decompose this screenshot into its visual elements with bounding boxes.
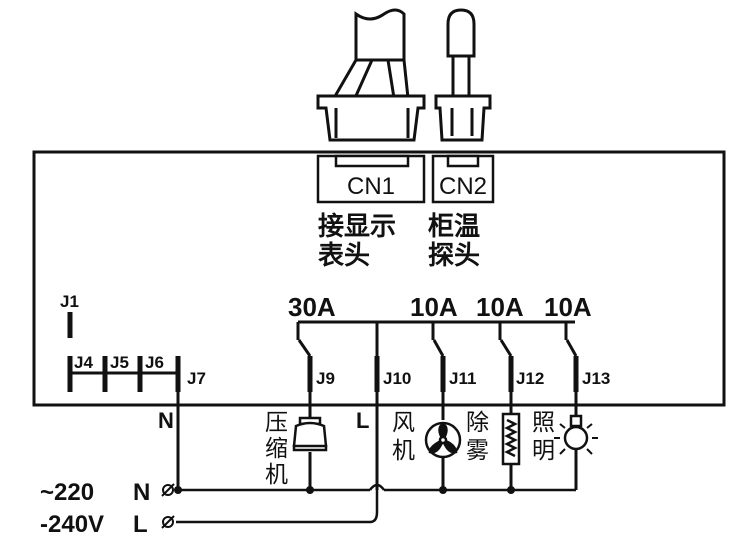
- cn1-caption-line1: 接显示: [318, 212, 396, 242]
- j10-label: J10: [383, 369, 411, 388]
- compressor-label-3: 机: [265, 462, 288, 488]
- j9-rating: 30A: [288, 292, 336, 322]
- supply-n-label: N: [133, 479, 150, 506]
- n-terminal-label: N: [158, 408, 174, 433]
- compressor-label-1: 压: [265, 410, 288, 436]
- defog-label-1: 除: [466, 410, 489, 436]
- j9-label: J9: [316, 369, 335, 388]
- l-terminal-label: L: [356, 408, 369, 433]
- j12-rating: 10A: [476, 292, 524, 322]
- light-label-2: 明: [532, 438, 555, 464]
- lamp-icon: [554, 414, 598, 490]
- j12-label: J12: [516, 369, 544, 388]
- supply-voltage-line2: -240V: [40, 511, 104, 538]
- cn1-label: CN1: [347, 173, 395, 200]
- j7-label: J7: [187, 369, 206, 388]
- fan-icon: [424, 421, 462, 490]
- fan-label-1: 风: [392, 410, 415, 436]
- cn2-caption-line2: 探头: [428, 241, 480, 271]
- compressor-icon: [292, 416, 328, 490]
- cn2-probe-icon: [434, 8, 492, 142]
- defog-label-2: 雾: [466, 438, 489, 464]
- cn1-plug-icon: [316, 8, 426, 142]
- supply-voltage-line1: ~220: [40, 479, 94, 506]
- j5-label: J5: [110, 353, 129, 372]
- cn1-caption-line2: 表头: [318, 241, 370, 271]
- j6-label: J6: [145, 353, 164, 372]
- j13-label: J13: [582, 369, 610, 388]
- fan-label-2: 机: [392, 438, 415, 464]
- j11-rating: 10A: [410, 292, 458, 322]
- compressor-label-2: 缩: [265, 436, 288, 462]
- light-label-1: 照: [532, 410, 555, 436]
- cn2-caption-line1: 柜温: [428, 212, 480, 242]
- j13-rating: 10A: [544, 292, 592, 322]
- heater-icon: [501, 412, 521, 490]
- j4-label: J4: [74, 353, 93, 372]
- supply-terminals: [161, 483, 175, 529]
- cn2-label: CN2: [439, 173, 487, 200]
- controller-board: [32, 150, 726, 407]
- j1-label: J1: [60, 292, 79, 311]
- supply-l-label: L: [133, 511, 148, 538]
- j11-label: J11: [449, 369, 476, 388]
